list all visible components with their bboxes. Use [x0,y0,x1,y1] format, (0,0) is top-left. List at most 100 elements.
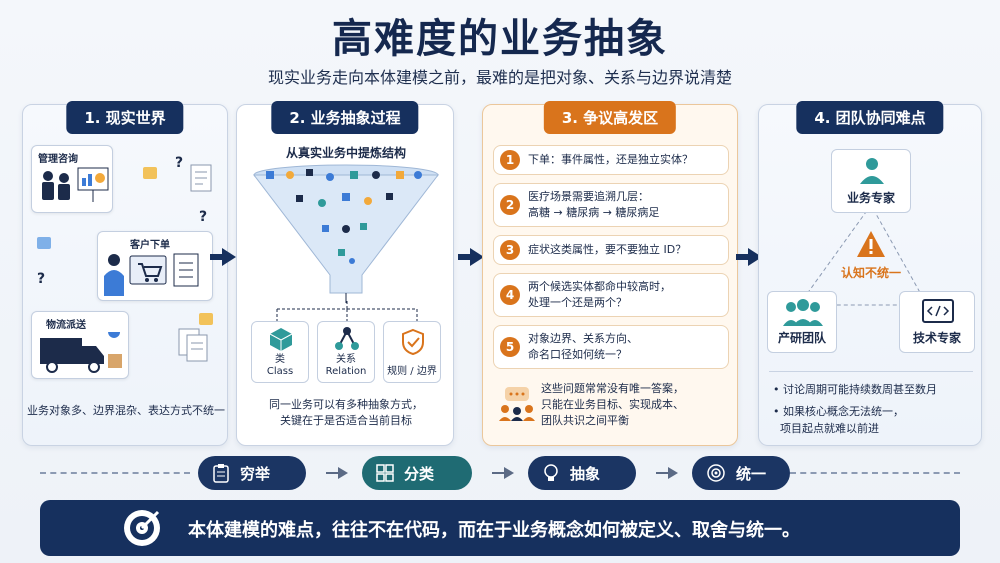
shopping-cart-icon [104,253,199,296]
warning-label: 认知不统一 [840,266,901,280]
issue-text: 对象边界、关系方向、 [528,332,638,345]
step-unify: 统一 [692,456,790,490]
card-consulting: 管理咨询 [31,145,113,213]
meeting-icon [42,167,109,202]
page-title: 高难度的业务抽象 [332,16,668,62]
network-icon [335,327,359,350]
bullet-item: • 如果核心概念无法统一， 项目起点就难以前进 [773,405,904,435]
discussion-icon [499,387,535,421]
conclusion-banner: 本体建模的难点，往往不在代码，而在于业务概念如何被定义、取舍与统一。 [40,500,960,556]
page-subtitle: 现实业务走向本体建模之前，最难的是把对象、关系与边界说清楚 [267,68,732,87]
issue-number: 3 [500,240,520,260]
step-arrow [326,467,348,479]
sticky-note-icon [37,237,51,249]
issue-number: 1 [500,150,520,170]
issue-text: 命名口径如何统一？ [528,348,627,361]
panel-heading: 1. 现实世界 [66,101,184,134]
flow-arrow [210,248,236,266]
panel-heading: 2. 业务抽象过程 [271,101,419,134]
step-dashed-line [40,472,190,474]
bulb-icon [544,464,558,481]
conclusion-text: 本体建模的难点，往往不在代码，而在于业务概念如何被定义、取舍与统一。 [188,520,800,541]
funnel-label: 从真实业务中提炼结构 [285,146,406,160]
issue-number: 2 [500,195,520,215]
clipboard-icon [213,464,229,483]
issue-text: 处理一个还是两个？ [528,296,627,309]
bullet-text: 项目起点就难以前进 [780,422,879,435]
person-icon [860,158,884,184]
step-arrow [492,467,514,479]
card-logistics: 物流派送 [31,311,129,379]
step-enumerate: 穷举 [198,456,306,490]
panel-heading: 3. 争议高发区 [543,101,677,134]
sticky-note-icon [143,167,157,179]
divider [769,371,973,372]
output-label-en: Class [266,366,294,377]
note-line: 团队共识之间平衡 [541,414,629,427]
code-icon [922,299,954,323]
funnel-icon [252,164,440,303]
role-product-team: 产研团队 [767,291,837,353]
documents-icon [178,328,208,362]
bullet-item: • 讨论周期可能持续数周甚至数月 [773,383,937,396]
issue-number: 4 [500,285,520,305]
issue-text: 医疗场景需要追溯几层： [528,190,649,203]
note-line: 这些问题常常没有唯一答案， [541,382,684,395]
grid-icon [376,464,394,482]
step-label: 穷举 [240,464,271,483]
issue-item: 2 医疗场景需要追溯几层： 高糖 → 糖尿病 → 糖尿病足 [493,183,729,227]
step-dashed-line [790,472,960,474]
step-label: 分类 [404,464,435,483]
step-arrow [656,467,678,479]
panel-caption: 同一业务可以有多种抽象方式， 关键在于是否适合当前目标 [237,397,455,429]
issue-text: 两个候选实体都命中较高时， [528,280,671,293]
question-mark: ? [199,209,208,225]
issue-item: 1 下单：事件属性，还是独立实体？ [493,145,729,175]
issue-item: 5 对象边界、关系方向、命名口径如何统一？ [493,325,729,369]
card-label: 客户下单 [130,240,170,251]
note-line: 只能在业务目标、实现成本、 [541,398,684,411]
branch-lines [276,301,418,321]
output-label: 类 [275,354,285,365]
caption-line: 关键在于是否适合当前目标 [280,414,412,427]
issue-item: 3 症状这类属性，要不要独立 ID？ [493,235,729,265]
card-customer-order: 客户下单 [97,231,213,301]
panel-note: 这些问题常常没有唯一答案， 只能在业务目标、实现成本、 团队共识之间平衡 [541,381,684,429]
sticky-note-icon [199,313,213,325]
truck-icon [40,332,122,373]
card-label: 管理咨询 [38,154,78,165]
flow-arrow [458,248,484,266]
triangle-lines [798,204,928,306]
question-mark: ? [37,271,46,287]
issue-text: 症状这类属性，要不要独立 ID？ [528,243,687,256]
panel-controversy-zone: 3. 争议高发区 1 下单：事件属性，还是独立实体？ 2 医疗场景需要追溯几层：… [482,101,738,446]
question-mark: ? [175,155,184,171]
step-label: 统一 [736,464,767,483]
cube-icon [269,328,293,351]
issue-text: 下单：事件属性，还是独立实体？ [528,153,693,166]
panel-caption: 业务对象多、边界混杂、表达方式不统一 [27,404,225,417]
warning-icon [857,231,885,257]
output-label: 关系 [336,354,356,365]
issue-item: 4 两个候选实体都命中较高时， 处理一个还是两个？ [493,273,729,317]
role-business-expert: 业务专家 [831,149,911,213]
panel-real-world: 1. 现实世界 管理咨询 ? ? ? 客户下单 物流派送 [22,101,228,446]
target-icon [707,464,725,482]
step-label: 抽象 [570,464,601,483]
step-classify: 分类 [362,456,472,490]
document-icon [190,164,212,192]
role-label: 技术专家 [912,331,961,345]
output-rules: 规则 / 边界 [383,321,441,383]
role-tech-expert: 技术专家 [899,291,975,353]
target-icon [124,510,160,546]
output-label-en: Relation [325,366,367,377]
team-icon [783,299,823,326]
issue-text: 高糖 → 糖尿病 → 糖尿病足 [528,206,660,219]
role-label: 业务专家 [846,191,895,205]
bullet-text: 讨论周期可能持续数周甚至数月 [783,383,937,396]
shield-check-icon [402,328,424,356]
bullet-text: 如果核心概念无法统一， [783,405,904,418]
